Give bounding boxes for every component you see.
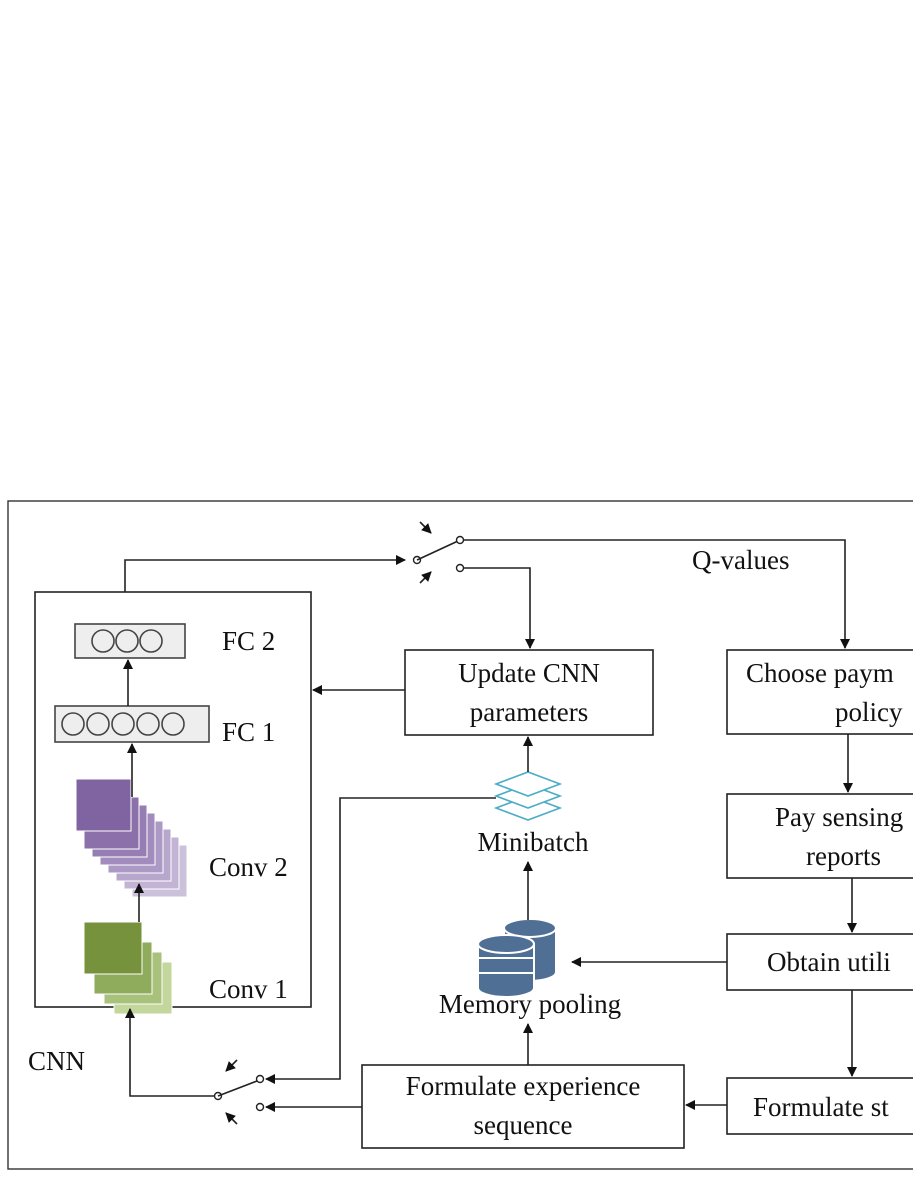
formulate-state-label: Formulate st xyxy=(753,1092,889,1122)
neuron-icon xyxy=(115,629,139,653)
pay-sensing-box xyxy=(726,793,913,879)
neuron-icon xyxy=(111,712,135,736)
neuron-icon xyxy=(161,712,185,736)
fc2-label: FC 2 xyxy=(222,626,275,656)
switch-icon xyxy=(213,1059,265,1125)
outer-frame xyxy=(7,500,913,1170)
arrow-switch-to-choose-payment xyxy=(464,539,850,649)
formulate-state-box xyxy=(726,1077,913,1135)
choose-payment-line1: Choose paym xyxy=(746,658,894,688)
update-cnn-line2: parameters xyxy=(470,697,588,727)
formulate-experience-line2: sequence xyxy=(474,1110,573,1140)
conv2-layer xyxy=(75,778,188,898)
q-values-label: Q-values xyxy=(692,545,789,575)
switch-icon xyxy=(124,521,465,592)
neuron-icon xyxy=(86,712,110,736)
fc1-layer xyxy=(54,705,210,743)
pay-sensing-line2: reports xyxy=(806,841,881,871)
minibatch-label: Minibatch xyxy=(478,827,589,857)
database-icon xyxy=(477,918,557,998)
choose-payment-line2: policy xyxy=(835,697,903,727)
neuron-icon xyxy=(61,712,85,736)
formulate-experience-line1: Formulate experience xyxy=(406,1071,641,1101)
cnn-label: CNN xyxy=(28,1046,85,1076)
stacked-layers-icon xyxy=(493,771,563,821)
conv2-label: Conv 2 xyxy=(209,852,288,882)
cnn-container xyxy=(34,591,312,1008)
obtain-utility-box xyxy=(726,933,913,991)
arrow-minibatch-to-switch xyxy=(265,797,496,1084)
update-cnn-line1: Update CNN xyxy=(458,658,600,688)
pay-sensing-line1: Pay sensing xyxy=(775,802,903,832)
fc2-layer xyxy=(74,623,186,659)
choose-payment-box xyxy=(726,649,913,735)
arrow-switch-to-cnn xyxy=(125,1008,214,1097)
neuron-icon xyxy=(139,629,163,653)
memory-pooling-label: Memory pooling xyxy=(439,989,621,1019)
obtain-utility-label: Obtain utili xyxy=(767,947,891,977)
update-cnn-box xyxy=(404,649,654,736)
arrow-switch-to-update-cnn xyxy=(464,567,535,649)
conv1-label: Conv 1 xyxy=(209,974,288,1004)
neuron-icon xyxy=(91,629,115,653)
fc1-label: FC 1 xyxy=(222,717,275,747)
neuron-icon xyxy=(136,712,160,736)
conv1-layer xyxy=(83,921,173,1015)
